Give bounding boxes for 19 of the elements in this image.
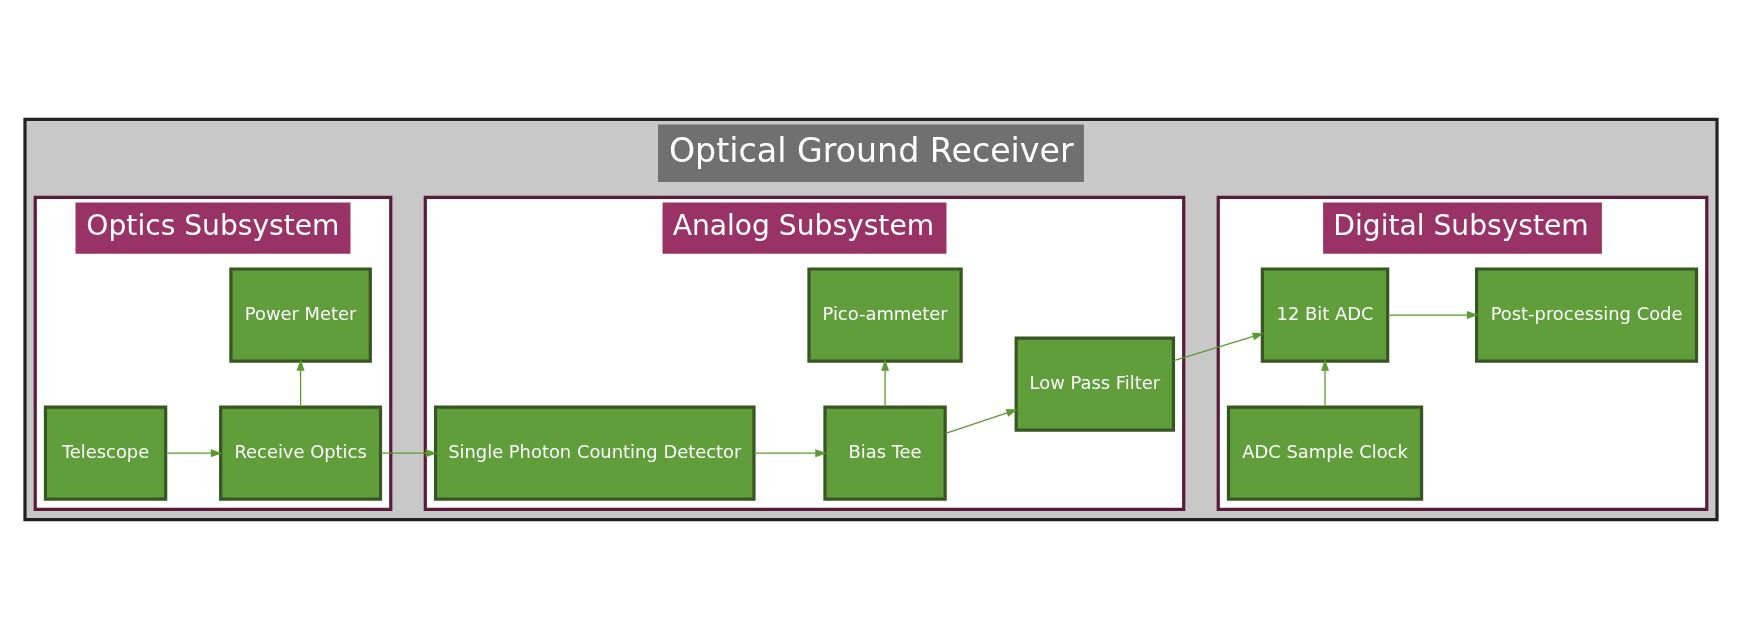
node-box: Low Pass Filter	[1014, 335, 1176, 432]
arrow	[165, 448, 223, 457]
arrow	[945, 408, 1018, 434]
node-box: 12 Bit ADC	[1260, 266, 1390, 363]
node-box: Pico-ammeter	[807, 266, 963, 363]
node-box: Power Meter	[229, 266, 372, 363]
arrow	[1173, 332, 1265, 361]
node-box: Receive Optics	[219, 405, 383, 501]
node-box: Telescope	[43, 405, 168, 501]
node-box: Post-processing Code	[1474, 266, 1699, 363]
arrow	[296, 358, 305, 407]
node-box: Bias Tee	[823, 405, 947, 501]
arrow	[1321, 358, 1330, 407]
arrow	[881, 358, 890, 407]
arrow	[1387, 310, 1479, 319]
node-box: ADC Sample Clock	[1226, 405, 1424, 501]
arrow	[380, 448, 438, 457]
node-box: Single Photon Counting Detector	[433, 405, 756, 501]
arrow	[753, 448, 827, 457]
